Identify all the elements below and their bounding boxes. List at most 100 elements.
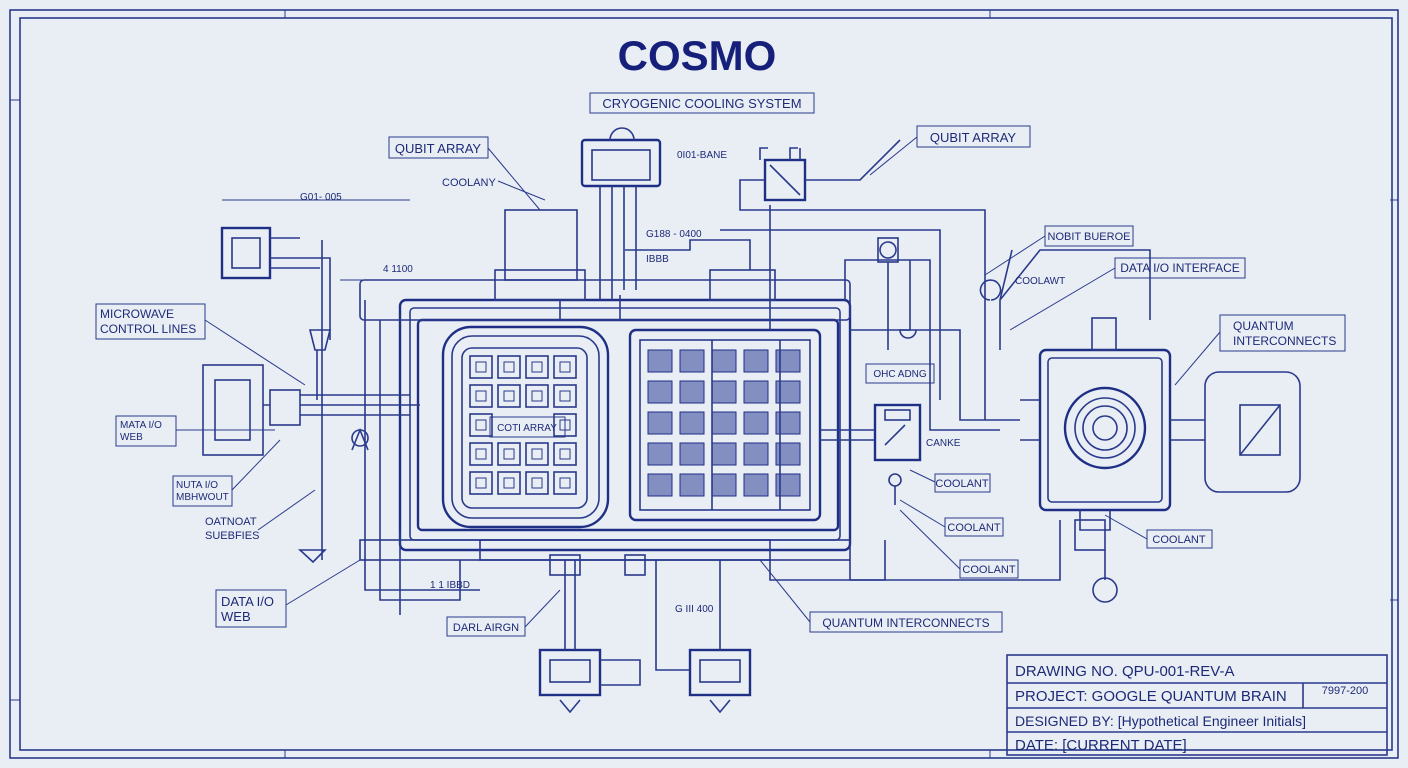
qubit-valve-top-right	[739, 139, 986, 420]
project-name: PROJECT: GOOGLE QUANTUM BRAIN	[1015, 688, 1287, 705]
grid-cell	[775, 349, 801, 373]
label-nuta-2: MBHWOUT	[176, 492, 229, 503]
qubit-cell-inner	[503, 477, 515, 489]
grid-cell	[647, 349, 673, 373]
routing-lines	[364, 229, 1151, 615]
grid-cell	[775, 411, 801, 435]
qubit-cell-inner	[475, 390, 487, 402]
qubit-cell-inner	[559, 477, 571, 489]
leader-lines	[176, 136, 1221, 628]
labels: CRYOGENIC COOLING SYSTEM QUBIT ARRAY QUB…	[100, 96, 1336, 634]
label-microwave-1: MICROWAVE	[100, 307, 174, 321]
qubit-cell	[469, 442, 493, 466]
qubit-cell	[553, 355, 577, 379]
label-darl: DARL AIRGN	[453, 622, 519, 634]
qubit-cell	[469, 471, 493, 495]
qubit-cell-inner	[531, 361, 543, 373]
label-dim-0101: 0I01-BANE	[677, 150, 727, 161]
grid-cell	[775, 380, 801, 404]
drawing-title: COSMO	[618, 32, 777, 79]
qubit-cell	[469, 355, 493, 379]
label-data-web-1: DATA I/O	[221, 594, 274, 609]
qubit-cell-inner	[475, 448, 487, 460]
qubit-cell-inner	[531, 477, 543, 489]
label-qubit-array-right: QUBIT ARRAY	[930, 130, 1017, 145]
grid-cell	[743, 411, 769, 435]
label-microwave-2: CONTROL LINES	[100, 322, 196, 336]
grid-cell	[711, 442, 737, 466]
label-dim-g188b: IBBB	[646, 254, 669, 265]
label-coolawt: COOLAWT	[1015, 276, 1065, 287]
qubit-cell-inner	[559, 361, 571, 373]
label-mata-2: WEB	[120, 432, 143, 443]
grid-cell	[679, 411, 705, 435]
label-coolant-3: COOLANT	[962, 564, 1015, 576]
label-mata-1: MATA I/O	[120, 420, 162, 431]
label-dim-top: G01- 005	[300, 192, 342, 203]
grid-cell	[775, 473, 801, 497]
qubit-cell	[553, 471, 577, 495]
grid-cell	[679, 349, 705, 373]
border-ticks	[10, 10, 1398, 758]
qubit-cell-inner	[559, 390, 571, 402]
qubit-cell	[553, 442, 577, 466]
grid-cell	[679, 473, 705, 497]
grid-cell	[743, 473, 769, 497]
label-dim-4100: 4 1100	[383, 264, 413, 275]
label-boxes	[95, 92, 1346, 637]
label-ohc: OHC ADNG	[873, 369, 927, 380]
revision-code: 7997-200	[1322, 685, 1369, 697]
qubit-cell-inner	[531, 390, 543, 402]
qubit-cell-inner	[559, 448, 571, 460]
qubit-cell	[553, 384, 577, 408]
grid-cell	[647, 380, 673, 404]
qubit-cell	[497, 384, 521, 408]
outer-border	[9, 9, 1399, 759]
label-coolant-2: COOLANT	[947, 522, 1000, 534]
label-oatnoat-1: OATNOAT	[205, 516, 257, 528]
quantum-grid-right	[628, 328, 822, 522]
label-qi-right-1: QUANTUM	[1233, 319, 1294, 333]
qubit-cell	[525, 442, 549, 466]
grid-cell	[711, 411, 737, 435]
qubit-cell-inner	[503, 361, 515, 373]
label-nobit: NOBIT BUEROE	[1048, 231, 1131, 243]
quantum-interconnect-unit	[1020, 317, 1301, 603]
grid-cell	[647, 442, 673, 466]
grid-cell	[647, 473, 673, 497]
qubit-cell	[497, 442, 521, 466]
label-dim-bottom2: G III 400	[675, 604, 714, 615]
label-qi-right-2: INTERCONNECTS	[1233, 334, 1336, 348]
left-assemblies	[202, 199, 460, 564]
qubit-cell	[525, 384, 549, 408]
grid-cell	[743, 380, 769, 404]
grid-cell	[679, 380, 705, 404]
label-dim-g188: G188 - 0400	[646, 229, 702, 240]
grid-cell	[743, 349, 769, 373]
grid-cell	[711, 380, 737, 404]
cryo-stack	[494, 127, 776, 320]
label-oatnoat-2: SUEBFIES	[205, 530, 259, 542]
designed-by: DESIGNED BY: [Hypothetical Engineer Init…	[1015, 713, 1306, 729]
qubit-cell	[497, 355, 521, 379]
qubit-cell	[525, 355, 549, 379]
qubit-cell-inner	[531, 448, 543, 460]
label-nuta-1: NUTA I/O	[176, 480, 218, 491]
coolant-unit-mid	[820, 237, 922, 505]
bottom-terminals	[538, 554, 752, 714]
label-qi-bottom: QUANTUM INTERCONNECTS	[822, 616, 989, 630]
grid-cell	[647, 411, 673, 435]
grid-cell	[775, 442, 801, 466]
label-dim-bottom: 1 1 IBBD	[430, 580, 470, 591]
qubit-cell	[525, 471, 549, 495]
drawing-number: DRAWING NO. QPU-001-REV-A	[1015, 663, 1234, 680]
label-core-array: COTI ARRAY	[497, 423, 557, 434]
label-coolant-4: COOLANT	[1152, 534, 1205, 546]
title-block: DRAWING NO. QPU-001-REV-A PROJECT: GOOGL…	[1006, 654, 1388, 756]
qubit-cell-inner	[475, 477, 487, 489]
qubit-cell-inner	[503, 448, 515, 460]
qubit-cell	[469, 413, 493, 437]
qubit-cell	[469, 384, 493, 408]
label-data-io-interface: DATA I/O INTERFACE	[1120, 261, 1240, 275]
